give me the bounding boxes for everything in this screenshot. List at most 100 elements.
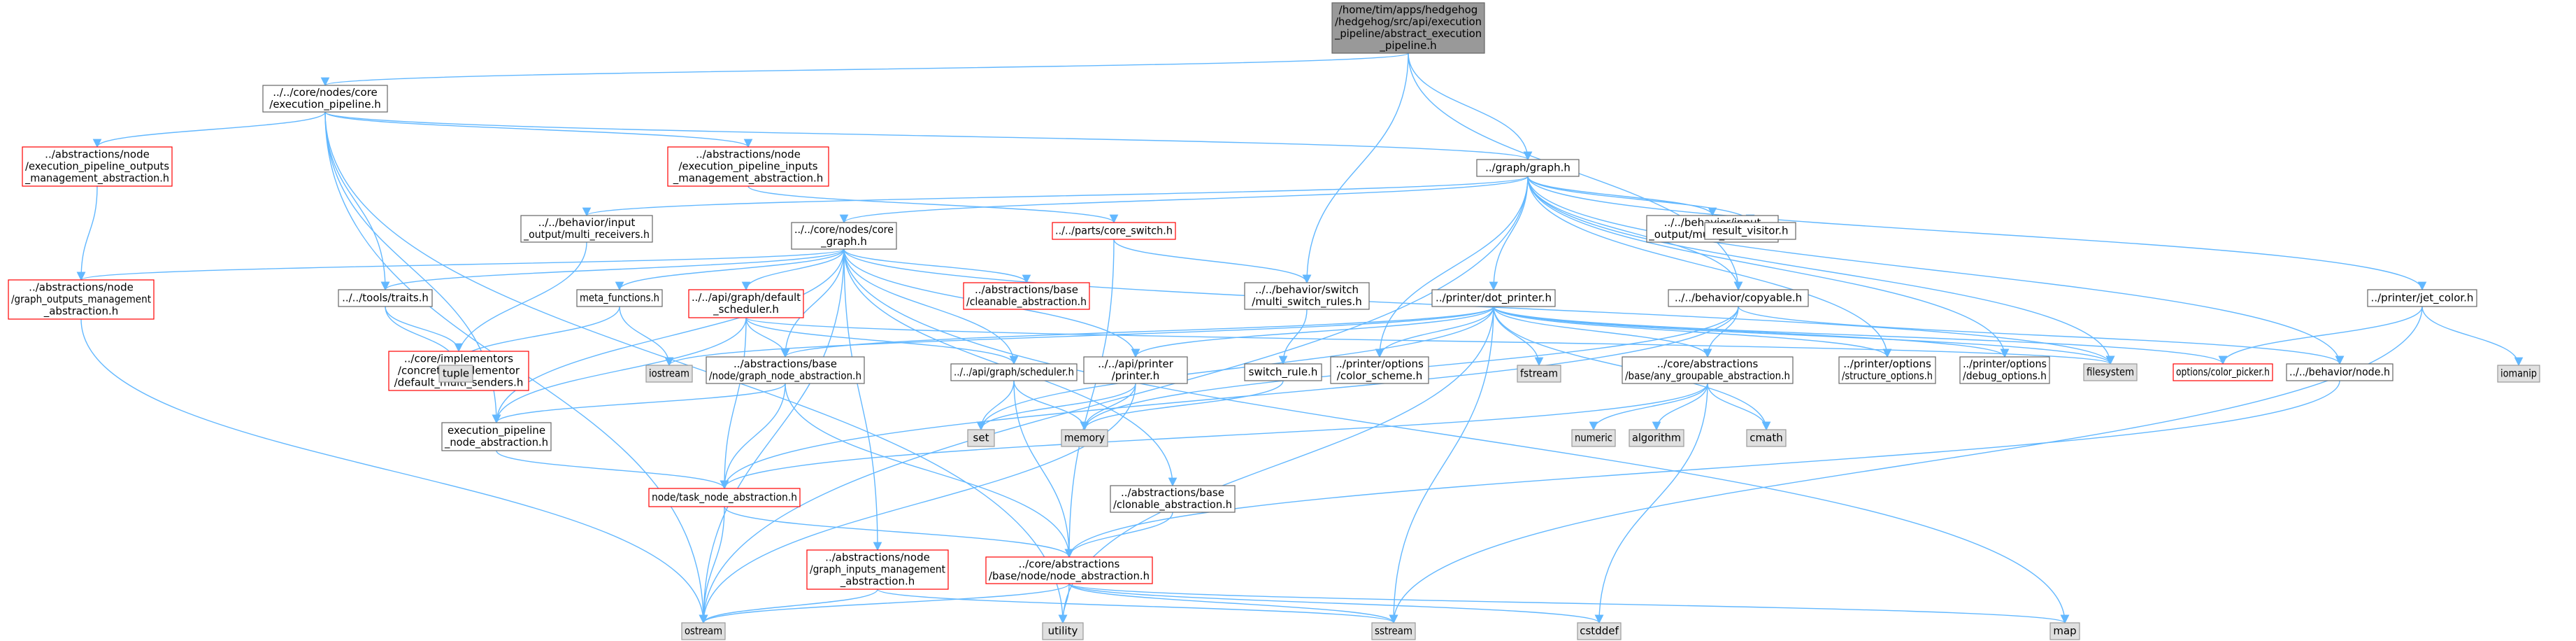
node-cleanable[interactable]: ../abstractions/base/cleanable_abstracti… [963,282,1090,310]
node-traits[interactable]: ../../tools/traits.h [338,289,433,307]
node-label-line: utility [1048,625,1078,638]
node-api-printer[interactable]: ../../api/printer/printer.h [1083,356,1188,384]
node-label-line: _management_abstraction.h [24,172,169,185]
edge-jet_color-to-sstream [1389,306,2423,624]
node-label-line: ../printer/options [1843,358,1931,370]
node-label-line: ../../core/nodes/core [794,223,894,236]
edge-core_switch-to-node_abs [1064,239,1115,558]
node-graph-inputs-mgmt[interactable]: ../abstractions/node/graph_inputs_manage… [806,549,949,590]
node-color-scheme[interactable]: ../printer/options/color_scheme.h [1330,356,1429,384]
node-box [338,289,433,307]
node-numeric: numeric [1571,429,1616,447]
edge-default_scheduler-to-task_node_abs [720,317,747,490]
edge-node_abs-to-cstddef [1068,583,1603,624]
node-meta-functions[interactable]: meta_functions.h [576,289,663,307]
node-label-line: node/task_node_abstraction.h [652,491,797,505]
node-scheduler[interactable]: ../../api/graph/scheduler.h [950,363,1078,381]
node-dot-printer[interactable]: ../printer/dot_printer.h [1431,289,1556,307]
node-switch-rules[interactable]: ../../behavior/switch/multi_switch_rules… [1244,282,1370,310]
node-debug-options[interactable]: ../printer/options/debug_options.h [1959,356,2050,384]
node-box [2367,289,2477,307]
edge-core_graph-to-graph_node_abs [780,248,845,358]
edge-dot_printer-to-iostream [665,306,1494,367]
node-color-picker[interactable]: options/color_picker.h [2173,363,2273,381]
node-iomanip: iomanip [2497,365,2540,383]
node-exec-pipeline-node-abs[interactable]: execution_pipeline_node_abstraction.h [441,422,552,451]
node-label-line: ../abstractions/node [696,148,801,161]
node-default-scheduler[interactable]: ../../api/graph/default_scheduler.h [688,289,804,318]
edge-dot_printer-to-debug_options [1493,306,2010,358]
edge-core_graph-to-cleanable [843,248,1031,284]
node-label-line: ../../core/nodes/core [273,86,378,99]
node-switch-rule[interactable]: switch_rule.h [1244,363,1322,381]
edge-behavior_node-to-node_abs [1064,380,2340,558]
node-any-groupable[interactable]: ../core/abstractions/base/any_groupable_… [1622,356,1794,384]
edge-graph_node_abs-to-node_abs [785,383,1074,558]
edge-dot_printer-to-api_printer [1131,306,1494,358]
node-graph-node-abs[interactable]: ../abstractions/base/node/graph_node_abs… [706,356,865,384]
node-core-graph[interactable]: ../../core/nodes/core_graph.h [791,222,897,250]
node-label-line: _pipeline.h [1379,39,1436,52]
node-box [1331,2,1485,54]
node-label-line: ../../api/printer [1098,358,1174,370]
edge-switch_rules-to-switch_rule [1278,309,1308,365]
edge-copyable-to-any_groupable [1703,306,1739,358]
node-label-line: fstream [1520,367,1558,380]
node-result-visitor[interactable]: result_visitor.h [1704,222,1796,240]
edge-core_graph-to-meta_functions [615,248,845,291]
node-label-line: ../abstractions/base [734,358,837,370]
node-label-line: /execution_pipeline.h [269,98,380,111]
node-box [688,289,804,318]
edge-graph_h-to-result_visitor [1527,176,1755,224]
node-box [576,289,663,307]
node-label-line: sstream [1375,625,1412,638]
node-copyable[interactable]: ../../behavior/copyable.h [1668,289,1809,307]
edge-meta_functions-to-iostream [619,306,674,367]
node-box [648,488,801,507]
node-behavior-node[interactable]: ../../behavior/node.h [2286,363,2393,381]
node-multi-receivers[interactable]: ../../behavior/input_output/multi_receiv… [520,215,653,243]
node-label-line: set [973,432,989,444]
edge-graph_inputs_mgmt-to-ostream [699,589,878,624]
node-label-line: ../printer/dot_printer.h [1436,292,1552,305]
edge-node_abs-to-utility [1058,583,1070,624]
node-utility: utility [1042,622,1084,640]
node-label-line: switch_rule.h [1249,366,1318,379]
node-label-line: /hedgehog/src/api/execution [1335,15,1482,28]
edge-node_abs-to-ostream [699,583,1070,624]
edge-dot_printer-to-color_picker [1493,306,2228,365]
node-box [2497,365,2540,383]
node-label-line: algorithm [1632,432,1681,444]
edge-clonable-to-node_abs [1064,512,1173,558]
node-algorithm: algorithm [1629,429,1684,447]
edge-dot_printer-to-set [976,306,1494,431]
node-box [681,622,726,640]
node-graph-outputs-mgmt[interactable]: ../abstractions/node/graph_outputs_manag… [8,279,155,320]
node-label-line: /clonable_abstraction.h [1113,498,1232,512]
node-label-line: /graph_inputs_management [810,563,945,577]
node-label-line: _node_abstraction.h [444,436,548,449]
node-label-line: _abstraction.h [43,305,119,318]
node-box [1244,282,1370,310]
node-inputs-mgmt[interactable]: ../abstractions/node/execution_pipeline_… [667,146,829,187]
node-core-switch[interactable]: ../../parts/core_switch.h [1052,222,1176,240]
node-node-abs[interactable]: ../core/abstractions/base/node/node_abst… [985,556,1153,584]
node-label-line: ../abstractions/base [975,283,1078,296]
node-sstream: sstream [1371,622,1416,640]
node-label-line: _management_abstraction.h [673,172,824,185]
node-structure-options[interactable]: ../printer/options/structure_options.h [1838,356,1936,384]
node-box [438,365,473,383]
node-box [967,429,995,447]
node-task-node-abs[interactable]: node/task_node_abstraction.h [648,488,801,507]
node-clonable[interactable]: ../abstractions/base/clonable_abstractio… [1110,485,1236,513]
node-outputs-mgmt[interactable]: ../abstractions/node/execution_pipeline_… [22,146,173,187]
edge-outputs_mgmt-to-graph_outputs_mgmt [76,185,98,281]
node-jet-color[interactable]: ../printer/jet_color.h [2367,289,2477,307]
node-box [520,215,653,243]
node-box [2049,622,2080,640]
node-core-exec[interactable]: ../../core/nodes/core/execution_pipeline… [262,85,388,113]
node-root[interactable]: /home/tim/apps/hedgehog/hedgehog/src/api… [1331,2,1485,54]
node-graph-h[interactable]: ../graph/graph.h [1476,159,1580,177]
node-tuple: tuple [438,365,473,383]
node-label-line: ../printer/jet_color.h [2371,292,2474,305]
